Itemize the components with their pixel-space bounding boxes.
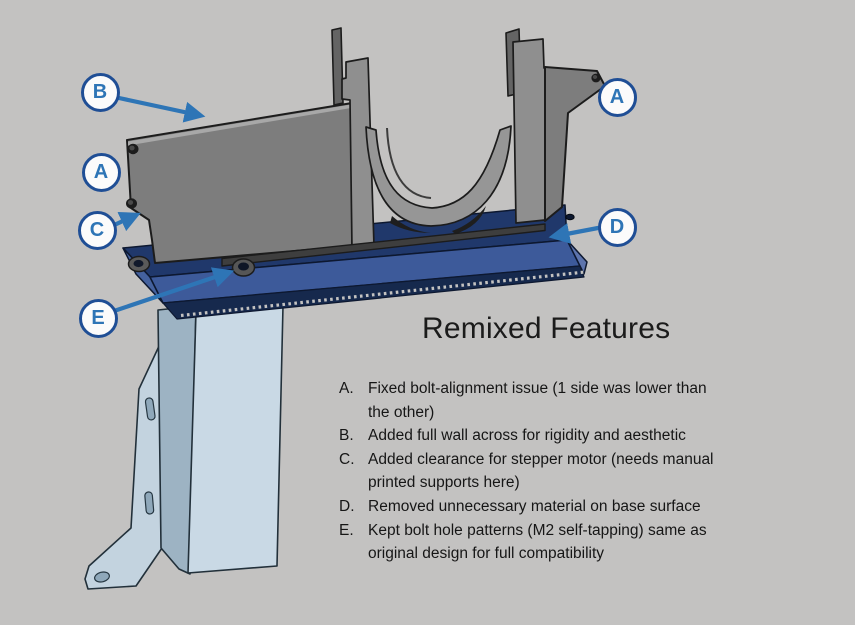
feature-item-b: B. Added full wall across for rigidity a… [339,424,809,448]
feature-item-e: E. Kept bolt hole patterns (M2 self-tapp… [339,519,809,566]
callout-e: E [78,298,118,338]
feature-label: D. [339,497,355,515]
feature-label: A. [339,380,354,397]
feature-text: Added full wall across for rigidity and … [368,427,686,445]
arrow-e [111,267,235,314]
column-front-face [187,305,284,574]
motor-cradle [365,125,512,227]
base-bolt-rail [221,223,546,267]
wall-bolt-holes [126,73,601,209]
plate-right-end [566,239,588,275]
left-tower-spike [331,27,344,106]
feature-text: Kept bolt hole patterns (M2 self-tapping… [368,521,707,563]
callout-b: B [80,72,120,112]
feature-label: B. [339,427,354,445]
arrow-b [116,95,206,123]
page-title: Remixed Features [422,312,671,345]
plate-serrated-rail [162,265,585,320]
arrow-d [548,223,601,244]
right-wall-flange [544,66,606,222]
callout-c: C [77,210,117,250]
right-tower-face [512,38,550,224]
flange-slots [144,397,156,515]
bolt-boss-left-hole [133,259,144,268]
callout-a-right: A [597,77,637,117]
left-tower-face [341,57,375,250]
feature-item-d: D. Removed unnecessary material on base … [339,495,809,519]
cradle-back-edge [386,127,432,199]
gray-part [126,27,606,277]
wall-top-edge [128,104,351,146]
feature-item-c: C. Added clearance for stepper motor (ne… [339,448,809,495]
feature-item-a: A. Fixed bolt-alignment issue (1 side wa… [339,377,809,424]
feature-text: Added clearance for stepper motor (needs… [368,450,714,492]
features-list: A. Fixed bolt-alignment issue (1 side wa… [339,377,809,566]
lower-column [84,305,284,590]
feature-text: Fixed bolt-alignment issue (1 side was l… [368,380,707,421]
cradle-slot-right [452,206,486,234]
feature-label: C. [339,450,355,468]
feature-text: Removed unnecessary material on base sur… [368,497,701,515]
serration-teeth [180,270,586,318]
cradle-slot-left [390,216,431,233]
callout-d: D [597,207,637,247]
callout-a-left: A [81,152,121,192]
bolt-boss-rail-hole [238,262,249,271]
feature-label: E. [339,521,354,539]
foot-hole [94,571,110,583]
wall-face [126,102,353,264]
column-flange [84,343,163,590]
